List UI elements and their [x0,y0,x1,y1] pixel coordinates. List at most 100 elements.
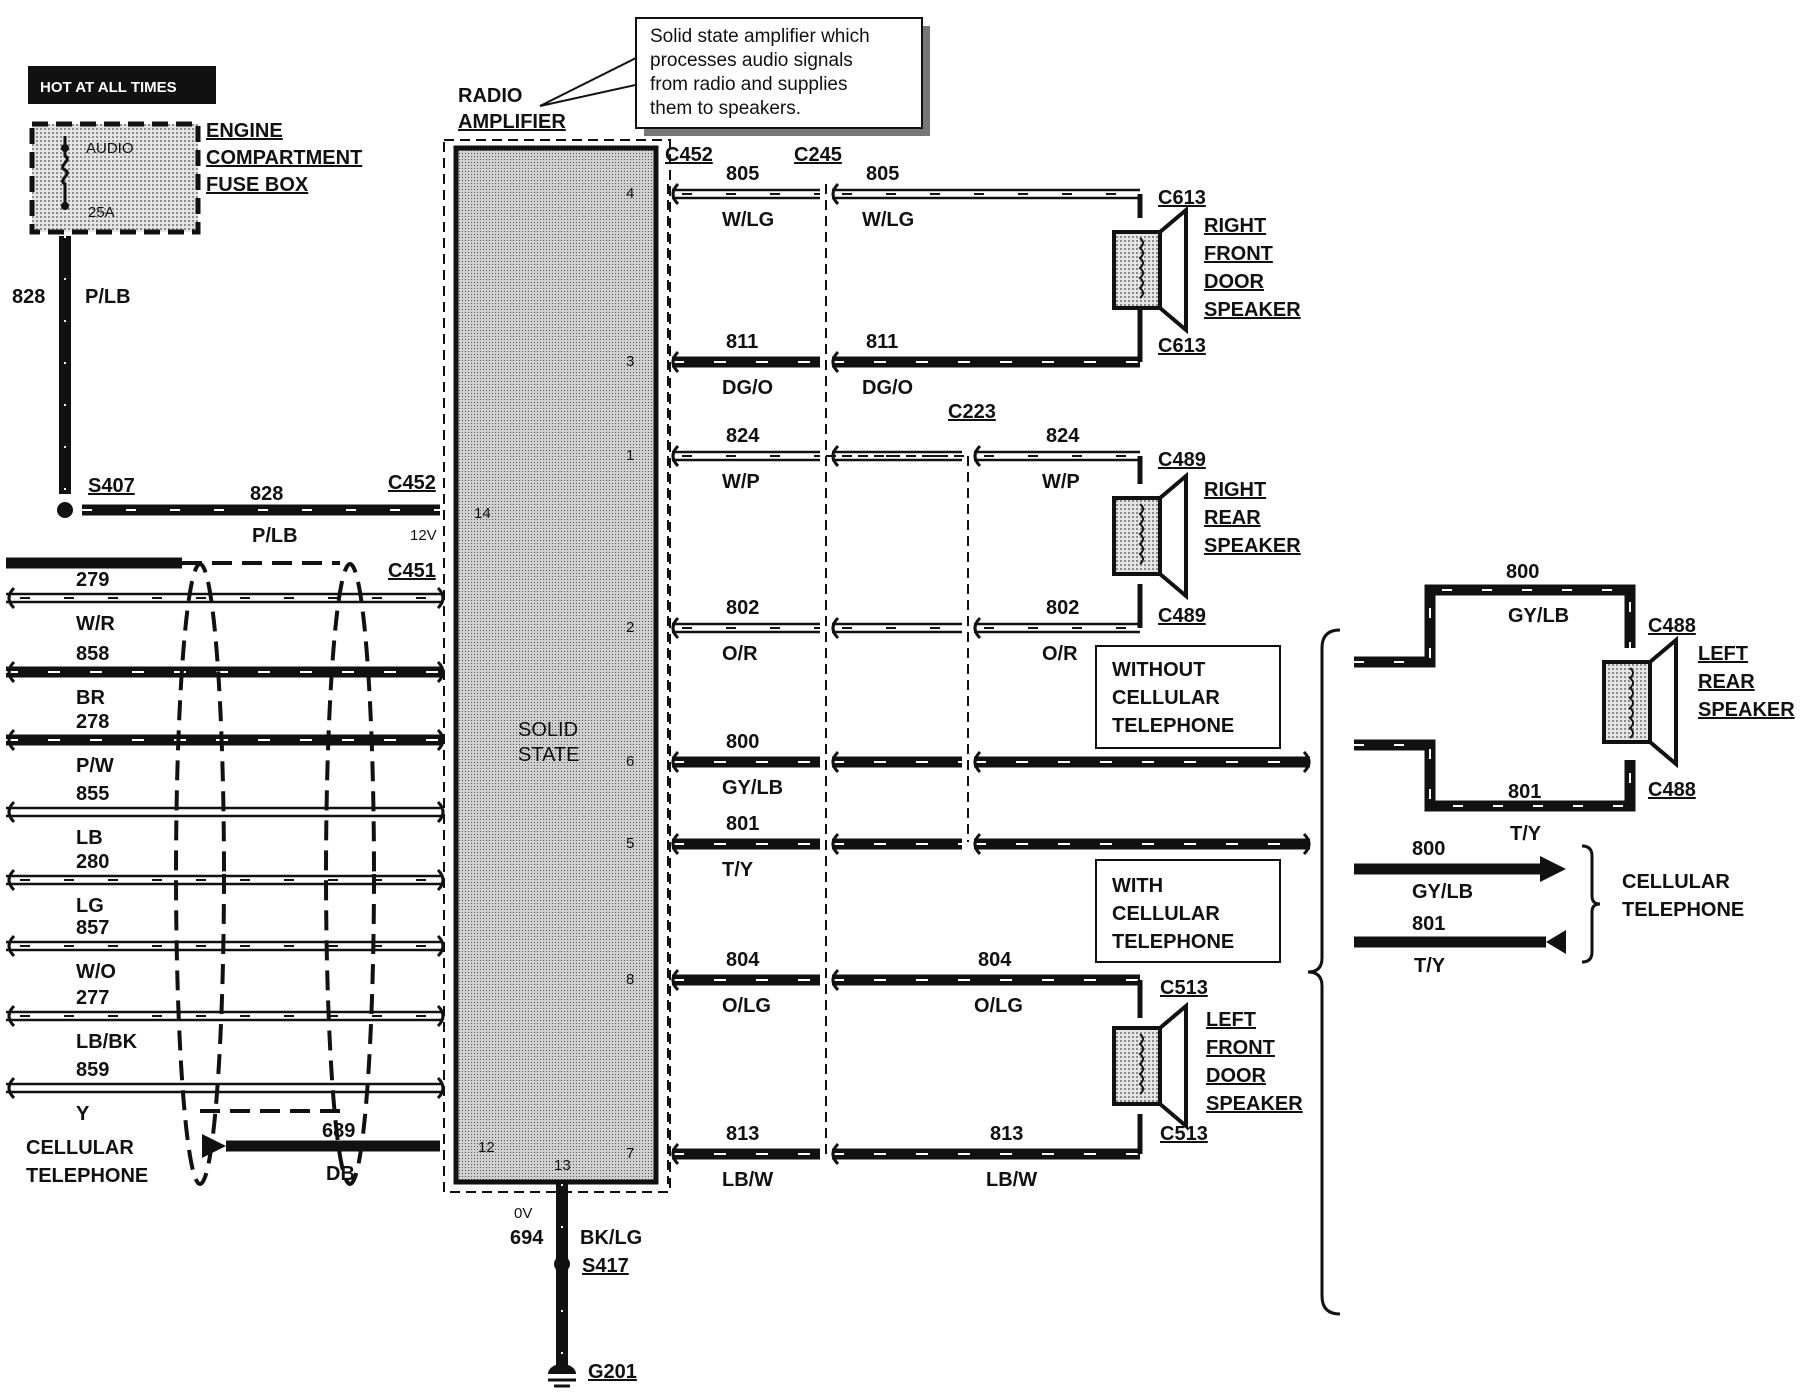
amp-pin-13: 13 [554,1157,571,1174]
feed2-color: P/LB [252,525,298,547]
cell-right-arrow [1540,856,1566,882]
amp-inner-2: STATE [518,744,579,766]
cell-right-arrow-in [1546,930,1566,954]
fuse-box [29,121,201,235]
ground-symbol [548,1364,576,1374]
ground-circuit: 694 [510,1227,544,1249]
cell-left-line2: TELEPHONE [26,1165,148,1187]
amp-outline [443,139,671,1193]
right-wire-circuit-2: 802 [1046,597,1079,619]
ground-ov: 0V [514,1205,532,1222]
cell-left-arrow [202,1134,226,1158]
amp-title-1: RADIO [458,85,522,107]
right-wire-circuit: 800 [726,731,759,753]
left-wire-circuit: 280 [76,851,109,873]
right-wire-circuit-2: 811 [866,331,898,353]
right-wire-circuit-2: 805 [866,163,899,185]
left-wire-circuit: 859 [76,1059,109,1081]
left-wire-circuit: 858 [76,643,109,665]
right-wire-circuit-2: 824 [1046,425,1080,447]
lr-wire-801 [1354,739,1636,812]
speaker-name-line: LEFT [1698,643,1748,665]
left-wire-color: W/R [76,613,115,635]
c452-left-label: C452 [388,472,436,494]
right-wire-color: W/LG [722,209,774,231]
amp-pin: 8 [626,971,634,988]
shield-ellipse-left [174,562,226,1186]
callout-line1: Solid state amplifier which [650,26,870,47]
left-wire-color: W/O [76,961,116,983]
right-wire-color: LB/W [722,1169,773,1191]
lr-bot-circuit: 801 [1508,781,1541,803]
fuse-box-name-1: ENGINE [206,120,283,142]
left-wire-circuit: 277 [76,987,109,1009]
c452-right-label: C452 [665,144,713,166]
right-wire-color: O/LG [722,995,771,1017]
left-wire-circuit: 855 [76,783,109,805]
fuse-box-name-3: FUSE BOX [206,174,309,196]
feed-circuit: 828 [12,286,45,308]
cell-left-line1: CELLULAR [26,1137,134,1159]
speakers: RIGHTFRONTDOORSPEAKERC613C613RIGHTREARSP… [1112,187,1795,1145]
callout-line2: processes audio signals [650,50,853,71]
speaker-conn-top: C488 [1648,615,1696,637]
callout-pointer [539,54,641,107]
speaker-conn-top: C613 [1158,187,1206,209]
lr-bot-color: T/Y [1510,823,1542,845]
amp-pin: 2 [626,619,634,636]
speaker-conn-bottom: C489 [1158,605,1206,627]
lr-top-circuit: 800 [1506,561,1539,583]
left-wire: 280LG7 [6,851,482,917]
right-wires: 4805W/LG805W/LG3811DG/O811DG/O1824W/P824… [626,163,1311,1191]
left-wire-circuit: 279 [76,569,109,591]
right-wire-color-2: W/LG [862,209,914,231]
with-line3: TELEPHONE [1112,931,1234,953]
amp-pin: 4 [626,185,634,202]
left-wire-color: LG [76,895,104,917]
fuse-rating: 25A [88,204,115,221]
amp-pin: 5 [626,835,634,852]
left-wire-color: P/W [76,755,114,777]
speaker-name-line: RIGHT [1204,215,1266,237]
c223-label: C223 [948,401,996,423]
splice-s407 [57,502,73,518]
without-line1: WITHOUT [1112,659,1205,681]
left-wire: 858BR5 [6,643,482,709]
ground-color: BK/LG [580,1227,642,1249]
amp-pin: 1 [626,447,634,464]
shield-ellipse-right [324,562,376,1186]
speaker-name-line: SPEAKER [1204,299,1301,321]
right-wire-circuit-2: 804 [978,949,1012,971]
left-wire-circuit: 278 [76,711,109,733]
right-wire-color-2: W/P [1042,471,1080,493]
amp-title-2: AMPLIFIER [458,111,566,133]
amp-pin-12: 12 [478,1139,495,1156]
feed-color: P/LB [85,286,131,308]
brace-right [1581,844,1601,964]
right-wire-circuit: 801 [726,813,759,835]
cell-right-line2: TELEPHONE [1622,899,1744,921]
right-wire-color-2: O/R [1042,643,1078,665]
fuse-label: AUDIO [86,140,134,157]
left-wires: 279W/R4858BR5278P/W6855LB10280LG7857W/O1… [6,569,491,1125]
hot-label: HOT AT ALL TIMES [40,79,177,96]
speaker-name-line: SPEAKER [1206,1093,1303,1115]
without-line3: TELEPHONE [1112,715,1234,737]
splice-s407-label: S407 [88,475,135,497]
speaker-conn-top: C513 [1160,977,1208,999]
splice-s417 [554,1256,570,1272]
with-line1: WITH [1112,875,1163,897]
cell-right-w2col: T/Y [1414,955,1446,977]
cell-right-w1col: GY/LB [1412,881,1473,903]
ground-g201: G201 [588,1361,637,1383]
